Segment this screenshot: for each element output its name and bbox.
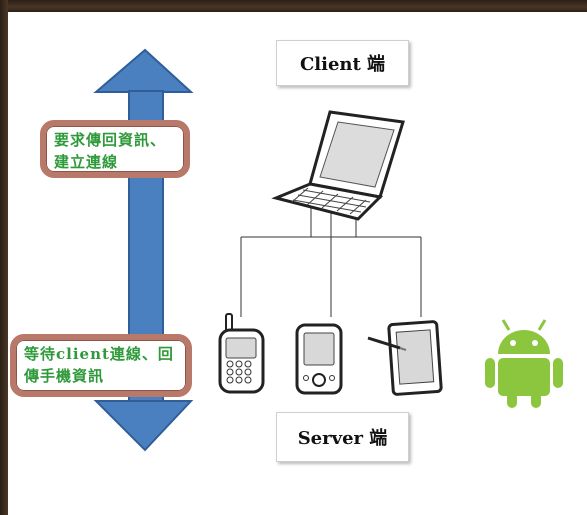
request-label: 要求傳回資訊、建立連線 — [40, 120, 190, 178]
slide-canvas: 要求傳回資訊、建立連線 等待client連線、回傳手機資訊 Client 端 S… — [8, 12, 587, 515]
client-box: Client 端 — [276, 40, 409, 86]
wait-label: 等待client連線、回傳手機資訊 — [10, 334, 192, 397]
arrow-head-up — [93, 48, 194, 93]
wait-label-text: 等待client連線、回傳手機資訊 — [24, 345, 174, 385]
feature-phone-icon — [218, 313, 265, 394]
laptop-icon — [271, 110, 405, 221]
tablet-icon — [367, 320, 443, 396]
server-box: Server 端 — [276, 412, 409, 462]
wood-frame-top — [0, 0, 587, 12]
pda-icon — [295, 323, 343, 395]
request-label-text: 要求傳回資訊、建立連線 — [54, 131, 167, 171]
client-label: Client 端 — [299, 54, 386, 75]
arrow-head-down — [93, 400, 194, 452]
android-icon — [485, 319, 563, 408]
server-label: Server 端 — [297, 428, 388, 449]
wood-frame-left — [0, 0, 8, 515]
connector-lines — [240, 197, 422, 317]
